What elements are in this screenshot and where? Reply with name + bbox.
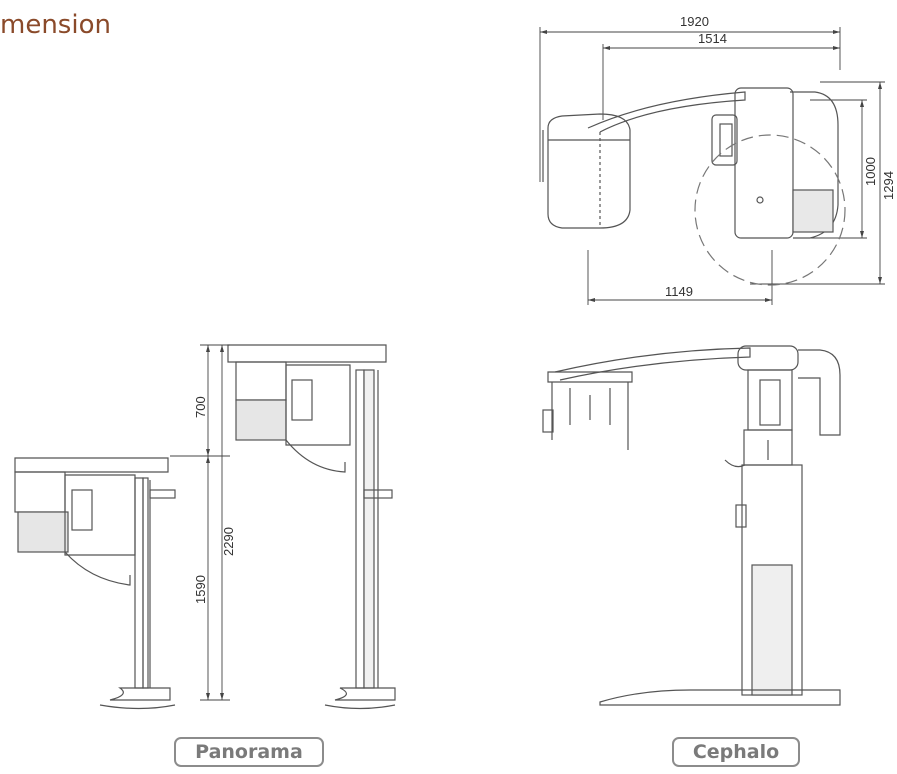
top-view: [539, 27, 885, 305]
panorama-label: Panorama: [174, 737, 324, 767]
dim-arrows: [540, 30, 882, 302]
dim-text-700: 700: [193, 396, 208, 418]
pano-small-device: [14, 457, 176, 710]
cephalo-view: [542, 345, 841, 706]
dim-text-1000: 1000: [863, 157, 878, 186]
top-column: [734, 87, 794, 239]
top-head-unit: [547, 113, 631, 229]
dim-text-2290: 2290: [221, 527, 236, 556]
pano-tall-device: [227, 344, 396, 710]
dim-text-1514: 1514: [698, 31, 727, 46]
dim-text-1294: 1294: [881, 171, 896, 200]
dim-text-1590: 1590: [193, 575, 208, 604]
page-title: mension: [0, 10, 111, 40]
dim-lines-top: [539, 27, 885, 305]
dim-text-1920: 1920: [680, 14, 709, 29]
cephalo-label: Cephalo: [672, 737, 800, 767]
panorama-views: [14, 344, 396, 710]
top-arm: [587, 91, 746, 133]
dim-text-1149: 1149: [665, 284, 693, 299]
rotation-circle: [694, 134, 846, 286]
pano-dim-lines: [170, 344, 230, 701]
